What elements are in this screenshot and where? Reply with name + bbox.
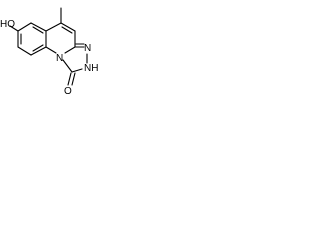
bond-c-carbonyl-n xyxy=(62,59,73,73)
bond-c2-c3 xyxy=(30,22,47,32)
bond-hydroxyl xyxy=(9,25,19,32)
bond-carbonyl-1 xyxy=(67,72,72,86)
bond-c1-c2 xyxy=(17,22,32,32)
bond-carbonyl-2 xyxy=(71,72,76,86)
hydroxyl-label: HO xyxy=(0,19,15,30)
bond-c9-n xyxy=(64,46,76,54)
double-bond-c7-c8 xyxy=(61,26,73,34)
bond-c5-c6 xyxy=(17,46,32,56)
bond-c3-c7 xyxy=(45,22,62,32)
bond-nh-c-carbonyl xyxy=(71,68,83,73)
bond-c4-c5 xyxy=(30,46,47,56)
triazole-nh-label: NH xyxy=(84,63,98,74)
triazole-nitrogen-label: N xyxy=(84,43,91,54)
benzene-ring xyxy=(17,22,47,56)
bridge-nitrogen-label: N xyxy=(56,53,63,64)
chemical-structure-diagram: HO N N NH O xyxy=(0,7,98,97)
triazolone-ring xyxy=(62,43,88,73)
double-bond-inner-2 xyxy=(32,44,44,52)
double-bond-inner-1 xyxy=(32,26,44,34)
pyridine-ring xyxy=(45,22,76,54)
carbonyl-oxygen-label: O xyxy=(64,86,72,97)
bond-n-c4 xyxy=(45,46,57,54)
bond-c7-c8 xyxy=(60,22,76,32)
